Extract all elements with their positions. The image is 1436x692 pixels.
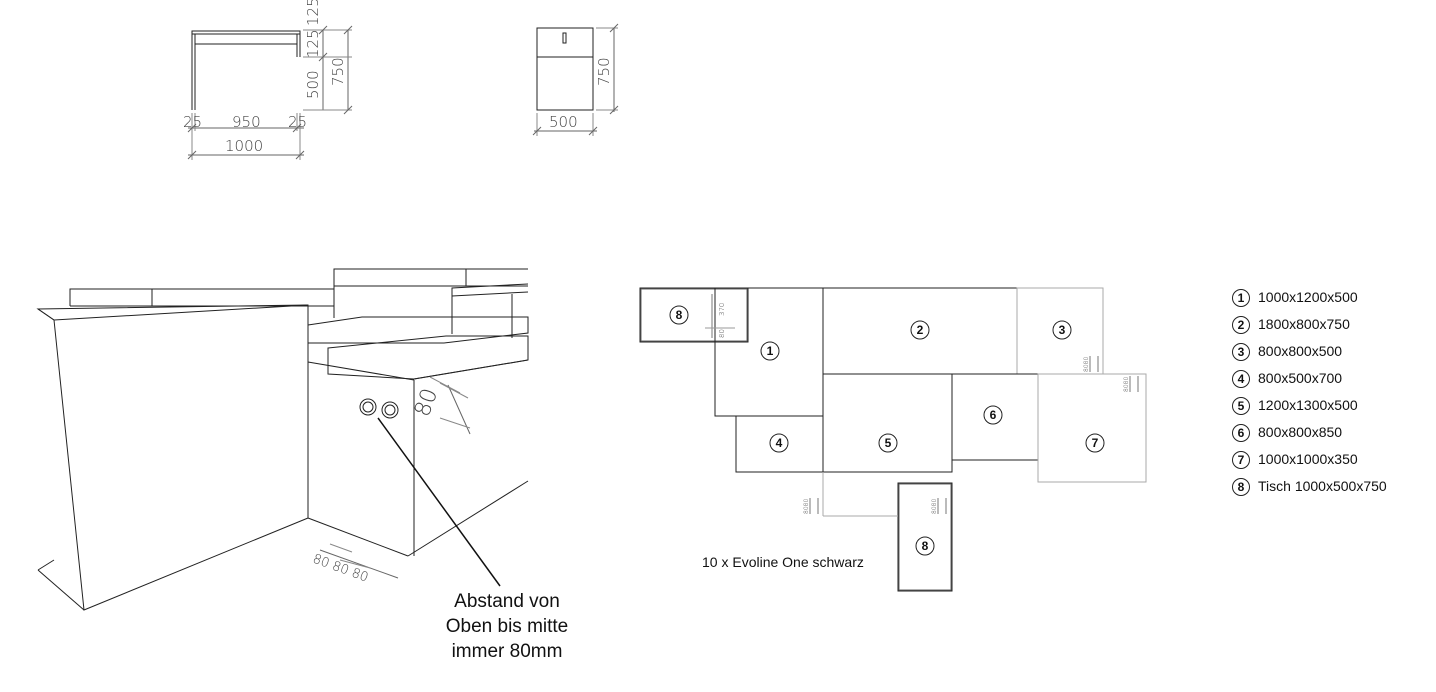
plan-caption: 10 x Evoline One schwarz [702,554,864,570]
legend-num: 2 [1232,316,1250,334]
note-text: Abstand von Oben bis mitte immer 80mm [432,589,582,664]
legend-num: 5 [1232,397,1250,415]
legend-num: 4 [1232,370,1250,388]
table-side-view [187,25,353,160]
dim-total: 1000 [225,137,263,155]
plan-circle-4 [769,433,789,453]
plan-num-3: 3 [1059,323,1066,337]
dim-h500: 500 [304,70,322,99]
dim-center: 950 [232,113,261,131]
plan-circle-6 [983,405,1003,425]
plan-circle-2 [910,320,930,340]
table-front-view [532,23,619,136]
cabinet-body [536,27,594,111]
plan-dim-8080-d: 8080 [931,499,938,514]
legend-label: 1000x1000x350 [1258,451,1358,467]
plan-num-8b: 8 [922,539,929,553]
plan-block-8-top [639,287,749,343]
front-dim-height: 750 [595,57,613,86]
socket-right [381,401,399,419]
socket-left [359,398,377,416]
leader-line [377,417,501,587]
floor-dims: 80 80 80 [311,552,371,586]
legend-num: 6 [1232,424,1250,442]
plan-block-8-bottom [897,482,953,592]
dim-80: 80 [410,385,443,420]
plan-num-2: 2 [917,323,924,337]
plan-circle-8b [915,536,935,556]
table-top [191,30,301,35]
plan-dim-80: 80 [718,329,726,338]
legend-label: Tisch 1000x500x750 [1258,478,1387,494]
plan-num-4: 4 [776,436,783,450]
legend-label: 1200x1300x500 [1258,397,1358,413]
legend-num: 7 [1232,451,1250,469]
dim-left: 25 [183,113,202,131]
perspective-view [36,268,529,611]
plan-dim-8080-b: 8080 [1123,377,1130,392]
note-line-2: Oben bis mitte [445,616,569,637]
dim-h750: 750 [329,57,347,86]
front-dim-width: 500 [549,113,578,131]
legend-num: 1 [1232,289,1250,307]
plan-circle-3 [1052,320,1072,340]
plan-dim-8080-a: 8080 [1083,357,1090,372]
plan-num-8a: 8 [676,308,683,322]
dim-right: 25 [288,113,307,131]
plan-num-7: 7 [1092,436,1099,450]
plan-dim-370: 370 [718,303,726,316]
note-line-3: immer 80mm [451,641,563,662]
note-line-1: Abstand von [454,591,560,612]
plan-block-7 [1037,373,1147,483]
plan-num-1: 1 [767,344,774,358]
plan-circle-7 [1085,433,1105,453]
legend-num: 8 [1232,478,1250,496]
legend-label: 800x800x850 [1258,424,1343,440]
dim-top: 125 [304,0,322,26]
legend-label: 800x800x500 [1258,343,1343,359]
plan-circle-5 [878,433,898,453]
plan-dim-8080-c: 8080 [803,499,810,514]
plan-num-5: 5 [885,436,892,450]
plan-circle-8a [669,305,689,325]
floor-plan [639,287,1147,592]
legend-num: 3 [1232,343,1250,361]
plan-num-6: 6 [990,408,997,422]
legend-label: 1000x1200x500 [1258,289,1358,305]
dim-mid: 125 [304,29,322,58]
legend-label: 1800x800x750 [1258,316,1350,332]
plan-block-5 [822,373,953,473]
plan-circle-1 [760,341,780,361]
legend-label: 800x500x700 [1258,370,1343,386]
